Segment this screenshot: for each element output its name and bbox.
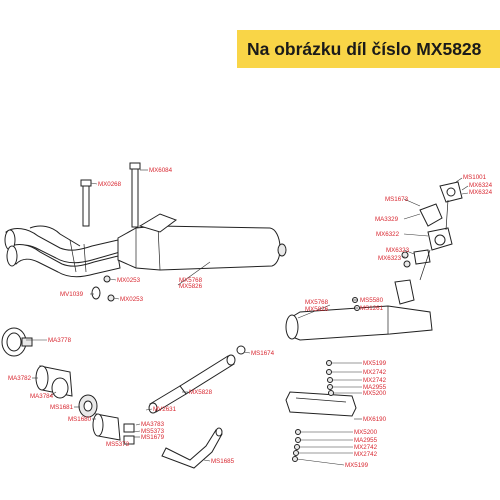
washers-lower (292, 429, 301, 462)
label-mx6324-a: MX6324 (469, 182, 493, 189)
heat-shield-stack (285, 360, 357, 462)
label-ma2955-b: MA2955 (354, 437, 378, 444)
label-ma3778: MA3778 (48, 337, 72, 344)
nut-ms1674 (236, 345, 246, 355)
label-mx5199-b: MX5199 (345, 462, 369, 469)
label-mx5826-b: MX5826 (305, 306, 329, 313)
small-nuts (91, 275, 115, 302)
label-ms1685: MS1685 (211, 458, 235, 465)
label-ma3783: MA3783 (141, 421, 165, 428)
clip-ms5373 (123, 423, 135, 445)
link-pipe-mx5828 (148, 354, 236, 414)
label-mv2631: MV2631 (153, 406, 177, 413)
rear-muffler (285, 279, 433, 341)
label-ms1673: MS1673 (385, 196, 409, 203)
bolt-mx0268 (80, 179, 92, 227)
label-mx5828: MX5828 (189, 389, 213, 396)
leader-lines (26, 169, 469, 466)
label-mx0253-b: MX0253 (120, 296, 144, 303)
banner-title: Na obrázku díl číslo MX5828 (247, 38, 482, 59)
label-mx5200-b: MX5200 (354, 429, 378, 436)
title-banner: Na obrázku díl číslo MX5828 (237, 30, 500, 68)
label-mx2742-b: MX2742 (363, 377, 387, 384)
label-ms1001: MS1001 (463, 174, 487, 181)
label-ms1681: MS1681 (50, 404, 74, 411)
label-mx2742-a: MX2742 (363, 369, 387, 376)
mount-bracket-assembly (401, 181, 463, 281)
label-ms5373-a: MS5373 (141, 428, 165, 435)
label-ms5580: MS5580 (360, 297, 384, 304)
packing-ring-ms1681 (78, 394, 98, 418)
label-mx6322: MX6322 (376, 231, 400, 238)
label-ma3784: MA3784 (30, 393, 54, 400)
part-labels: MX6084 MX0268 MX0253 MX0253 MV1039 MX576… (8, 167, 493, 469)
bolt-mx6084 (129, 162, 141, 228)
label-mx6084: MX6084 (149, 167, 173, 174)
label-mx5768-a: MX5768 (179, 277, 203, 284)
label-mv1039: MV1039 (60, 291, 84, 298)
label-mx0268: MX0268 (98, 181, 122, 188)
label-mx5768-b: MX5768 (305, 299, 329, 306)
label-mx2742-d: MX2742 (354, 451, 378, 458)
label-mx5199-a: MX5199 (363, 360, 387, 367)
main-muffler (117, 213, 287, 271)
label-ms1679: MS1679 (141, 434, 165, 441)
gasket-ring-ma3784 (51, 377, 69, 399)
label-ms1261: MS1261 (360, 305, 384, 312)
label-mx6323-b: MX6323 (378, 255, 402, 262)
label-ms5373-b: MS5373 (106, 441, 130, 448)
clamp-ma3778 (1, 327, 33, 357)
tail-pipe-ms1685 (161, 427, 223, 469)
label-ms1680: MS1680 (68, 416, 92, 423)
label-mx2742-c: MX2742 (354, 444, 378, 451)
label-mx6324-b: MX6324 (469, 189, 493, 196)
label-mx5826-a: MX5826 (179, 283, 203, 290)
label-mx0253-a: MX0253 (117, 277, 141, 284)
label-ma3329: MA3329 (375, 216, 399, 223)
sleeve-ma3783 (92, 413, 121, 441)
label-mx6190: MX6190 (363, 416, 387, 423)
label-mx5200-a: MX5200 (363, 390, 387, 397)
label-ms1674: MS1674 (251, 350, 275, 357)
label-ma3782: MA3782 (8, 375, 32, 382)
label-mx6323-a: MX6323 (386, 247, 410, 254)
exhaust-header-pipes (4, 225, 121, 278)
washers-upper (326, 360, 334, 396)
label-ma2955-a: MA2955 (363, 384, 387, 391)
